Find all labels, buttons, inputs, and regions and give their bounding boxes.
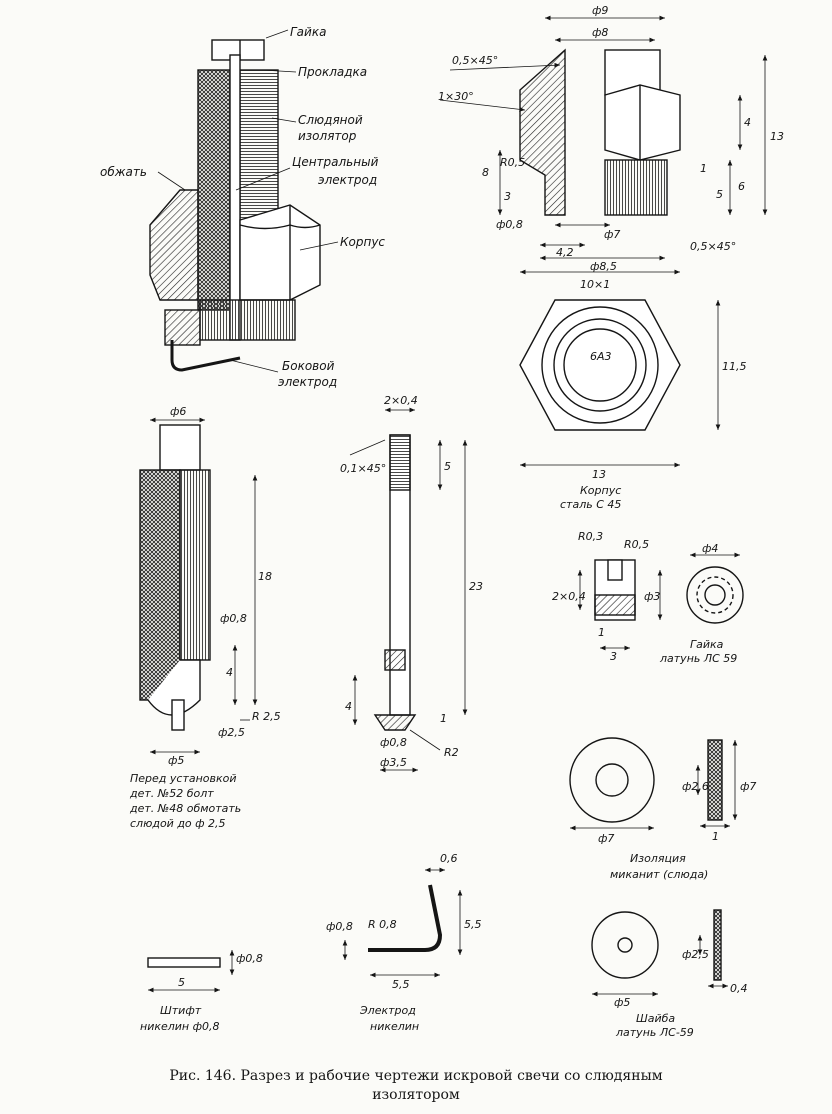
dim-electrode-d08: ф0,8 — [326, 920, 353, 933]
dim-cbolt-thread: 2×0,4 — [384, 394, 418, 407]
dim-cbolt-h1: 1 — [440, 712, 447, 725]
dim-washer-t04: 0,4 — [730, 982, 748, 995]
label-side-electrode-1: Боковой — [282, 359, 335, 373]
body-part-drawing — [439, 15, 768, 468]
dim-cbolt-d08: ф0,8 — [380, 736, 407, 749]
dim-nut-d3: ф3 — [644, 590, 660, 603]
dim-cbolt-d35: ф3,5 — [380, 756, 407, 769]
dim-hex-w13: 13 — [592, 468, 606, 481]
label-mica-insulator-1: Слюдяной — [298, 113, 363, 127]
dim-body-r05: R0,5 — [500, 156, 525, 169]
dim-nut-d4: ф4 — [702, 542, 718, 555]
dim-body-d9: ф9 — [592, 4, 608, 17]
dim-cbolt-chamfer: 0,1×45° — [340, 462, 386, 475]
dim-body-h8: 8 — [482, 166, 489, 179]
dim-body-d85: ф8,5 — [590, 260, 617, 273]
washer-part-drawing — [591, 909, 728, 997]
dim-nut-r05: R0,5 — [624, 538, 649, 551]
dim-bolt-d6: ф6 — [170, 405, 186, 418]
nut-part-material: латунь ЛС 59 — [659, 652, 737, 665]
dim-insul-t1: 1 — [712, 830, 719, 843]
insulation-part-material: миканит (слюда) — [610, 868, 708, 881]
dim-nut-h3: 3 — [610, 650, 617, 663]
dim-bolt-h4: 4 — [226, 666, 233, 679]
dim-washer-d5: ф5 — [614, 996, 630, 1009]
pin-part-material: никелин ф0,8 — [140, 1020, 220, 1033]
dim-bolt-d25: ф2,5 — [218, 726, 245, 739]
insulation-part-drawing — [569, 737, 738, 831]
label-gasket: Прокладка — [298, 65, 367, 79]
dim-electrode-r08: R 0,8 — [368, 918, 397, 931]
insulated-bolt-drawing — [139, 417, 258, 755]
dim-cbolt-h4: 4 — [345, 700, 352, 713]
dim-body-h1: 1 — [700, 162, 707, 175]
dim-cbolt-h5: 5 — [444, 460, 451, 473]
dim-body-h13: 13 — [770, 130, 784, 143]
dim-hex-h115: 11,5 — [722, 360, 747, 373]
dim-bolt-h18: 18 — [258, 570, 272, 583]
dim-body-h4: 4 — [744, 116, 751, 129]
label-mica-insulator-2: изолятор — [298, 129, 357, 143]
dim-body-d8: ф8 — [592, 26, 608, 39]
dim-body-h6: 6 — [738, 180, 745, 193]
dim-bolt-r25: R 2,5 — [252, 710, 281, 723]
dim-insul-d26: ф2,6 — [682, 780, 709, 793]
section-view — [149, 29, 339, 373]
dim-nut-r03: R0,3 — [578, 530, 603, 543]
insulation-part-title: Изоляция — [630, 852, 686, 865]
dim-pin-l5: 5 — [178, 976, 185, 989]
bolt-note-line1: Перед установкой — [130, 772, 237, 785]
dim-cbolt-r2: R2 — [444, 746, 459, 759]
body-part-material: сталь С 45 — [560, 498, 621, 511]
dim-hex-key: 6А3 — [590, 350, 612, 363]
dim-cbolt-h23: 23 — [469, 580, 483, 593]
figure-caption-line2: изолятором — [372, 1087, 460, 1103]
dim-body-h5: 5 — [716, 188, 723, 201]
label-nut: Гайка — [290, 25, 326, 39]
dim-body-h3: 3 — [504, 190, 511, 203]
dim-body-chamfer-30: 1×30° — [438, 90, 474, 103]
label-body: Корпус — [340, 235, 385, 249]
bolt-note-line3: дет. №48 обмотать — [129, 802, 241, 815]
dim-insul-d7a: ф7 — [598, 832, 614, 845]
pin-part-title: Штифт — [160, 1004, 202, 1017]
dim-bolt-d08: ф0,8 — [220, 612, 247, 625]
body-part-title: Корпус — [580, 484, 621, 497]
dim-body-thread: 10×1 — [580, 278, 610, 291]
dim-nut-h1: 1 — [598, 626, 605, 639]
washer-part-material: латунь ЛС-59 — [615, 1026, 694, 1039]
dim-bolt-d5: ф5 — [168, 754, 184, 767]
dim-pin-d08: ф0,8 — [236, 952, 263, 965]
pin-part-drawing — [147, 950, 235, 993]
nut-part-title: Гайка — [690, 638, 724, 651]
dim-washer-d25: ф2,5 — [682, 948, 709, 961]
label-crimp: обжать — [100, 165, 147, 179]
label-side-electrode-2: электрод — [278, 375, 337, 389]
electrode-part-title: Электрод — [359, 1004, 416, 1017]
label-central-electrode-2: электрод — [318, 173, 377, 187]
dim-body-d08: ф0,8 — [496, 218, 523, 231]
dim-nut-thread: 2×0,4 — [552, 590, 586, 603]
dim-electrode-t06: 0,6 — [440, 852, 458, 865]
bolt-note-line2: дет. №52 болт — [129, 787, 214, 800]
bolt-note-line4: слюдой до ф 2,5 — [130, 817, 226, 830]
washer-part-title: Шайба — [636, 1012, 675, 1025]
nut-part-drawing — [577, 552, 744, 651]
dim-insul-d7b: ф7 — [740, 780, 756, 793]
electrode-part-material: никелин — [370, 1020, 419, 1033]
dim-electrode-l55: 5,5 — [392, 978, 410, 991]
dim-body-chamfer-bottom: 0,5×45° — [690, 240, 736, 253]
dim-body-l42: 4,2 — [556, 246, 574, 259]
central-bolt-drawing — [349, 407, 468, 773]
electrode-part-drawing — [342, 867, 463, 978]
dim-body-chamfer-top: 0,5×45° — [452, 54, 498, 67]
label-central-electrode-1: Центральный — [292, 155, 379, 169]
figure-caption-line1: Рис. 146. Разрез и рабочие чертежи искро… — [169, 1068, 663, 1084]
dim-body-d7: ф7 — [604, 228, 620, 241]
dim-electrode-h55: 5,5 — [464, 918, 482, 931]
